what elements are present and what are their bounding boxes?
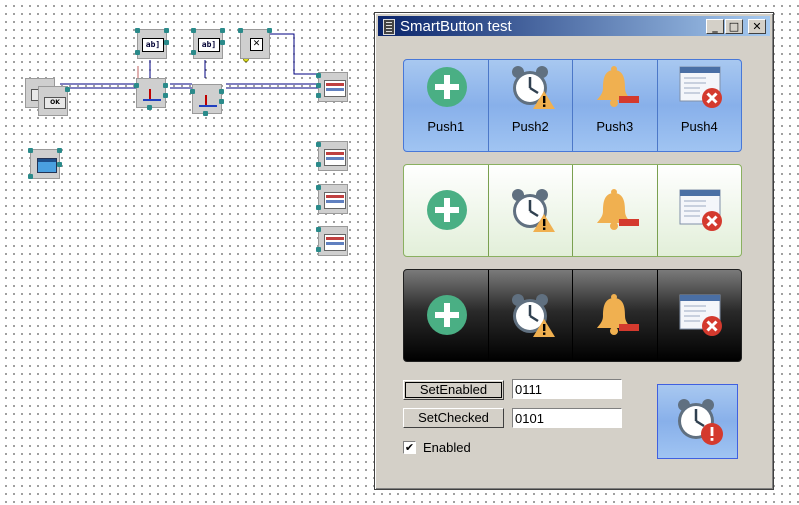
smartbutton-panel-blue: Push1 Push2 Push3: [403, 59, 742, 152]
enabled-checkbox-label: Enabled: [423, 440, 471, 455]
enabled-checkbox[interactable]: ✔: [403, 441, 416, 454]
bell-icon: [597, 66, 639, 107]
dark-window-close-button[interactable]: [656, 270, 742, 361]
alarm-error-button[interactable]: [657, 384, 738, 459]
alarm-clock-warning-icon: [511, 189, 555, 232]
smartbutton-component-3[interactable]: [316, 184, 348, 214]
checkbox-component-label: ✕: [250, 38, 263, 51]
set-enabled-input[interactable]: [512, 379, 622, 399]
add-icon: [427, 67, 467, 107]
window-title: SmartButton test: [400, 18, 512, 35]
minimize-button[interactable]: _: [706, 19, 724, 34]
title-bar[interactable]: SmartButton test _ □ ✕: [378, 16, 770, 36]
edit-component-1[interactable]: ab]: [135, 28, 169, 59]
window-close-icon: [679, 66, 722, 108]
push4-label: Push4: [680, 119, 718, 134]
smartbutton-component-2[interactable]: [316, 141, 348, 171]
smartbutton-panel-green: [403, 164, 742, 257]
window-close-icon: [679, 294, 722, 336]
app-icon: [383, 19, 395, 35]
alarm-clock-error-icon: [678, 399, 723, 445]
checkbox-component[interactable]: ✕: [238, 28, 272, 59]
button-component-label: OK: [44, 97, 66, 109]
bell-icon: [597, 189, 639, 230]
push3-button[interactable]: Push3: [572, 60, 657, 151]
push1-label: Push1: [427, 119, 465, 134]
bell-icon: [597, 294, 639, 335]
add-icon: [427, 190, 467, 230]
close-button[interactable]: ✕: [748, 19, 766, 34]
window-icon: [37, 158, 57, 173]
dark-bell-button[interactable]: [572, 270, 657, 361]
green-bell-button[interactable]: [572, 165, 657, 256]
set-checked-button[interactable]: SetChecked: [403, 408, 504, 428]
edit-component-2[interactable]: ab]: [191, 28, 225, 59]
position-component-1[interactable]: [134, 78, 168, 110]
maximize-button[interactable]: □: [725, 19, 743, 34]
smartbutton-component-1[interactable]: [316, 72, 348, 102]
push3-label: Push3: [596, 119, 634, 134]
dark-alarm-button[interactable]: [487, 270, 573, 361]
edit-component-label: ab]: [142, 38, 164, 52]
add-icon: [427, 295, 467, 335]
push4-button[interactable]: Push4: [656, 60, 742, 151]
push2-label: Push2: [511, 119, 549, 134]
green-alarm-button[interactable]: [487, 165, 573, 256]
push2-button[interactable]: Push2: [487, 60, 573, 151]
form-component[interactable]: [28, 148, 62, 179]
button-component[interactable]: OK: [38, 86, 70, 116]
dark-add-button[interactable]: [404, 270, 488, 361]
set-enabled-button[interactable]: SetEnabled: [403, 380, 504, 400]
alarm-clock-warning-icon: [511, 294, 555, 337]
alarm-clock-warning-icon: [511, 66, 555, 109]
smartbutton-panel-dark: [403, 269, 742, 362]
set-checked-input[interactable]: [512, 408, 622, 428]
green-window-close-button[interactable]: [656, 165, 742, 256]
smartbutton-test-window: SmartButton test _ □ ✕ Push1 Push2: [374, 12, 774, 490]
smartbutton-component-4[interactable]: [316, 226, 348, 256]
green-add-button[interactable]: [404, 165, 488, 256]
push1-button[interactable]: Push1: [404, 60, 488, 151]
window-close-icon: [679, 189, 722, 231]
edit-component-label: ab]: [198, 38, 220, 52]
position-component-2[interactable]: [190, 84, 224, 116]
